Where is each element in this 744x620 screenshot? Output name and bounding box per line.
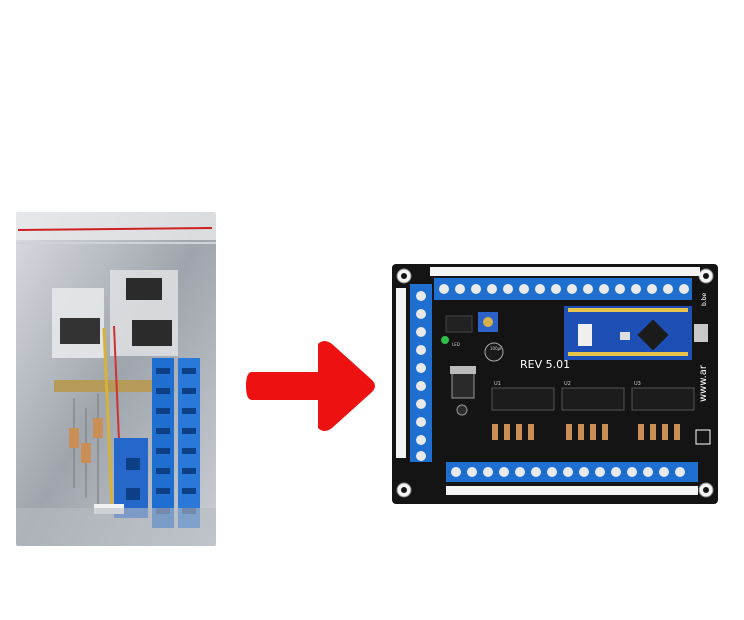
website-label: www.ar (698, 364, 709, 402)
website-tail-label: b.be (701, 292, 708, 306)
component-kit-bag (16, 212, 216, 546)
red-arrow-icon (246, 341, 375, 431)
led-label: LED (452, 342, 460, 347)
rev-label: REV 5.01 (520, 358, 570, 371)
chip-label-2: U2 (564, 381, 571, 387)
assembled-pcb-board: REV 5.01 U1 U2 U3 www.ar b.be 100µF LED (392, 264, 718, 504)
chip-label-3: U3 (634, 381, 641, 387)
chip-label-1: U1 (494, 381, 501, 387)
cap-label: 100µF (490, 346, 503, 351)
